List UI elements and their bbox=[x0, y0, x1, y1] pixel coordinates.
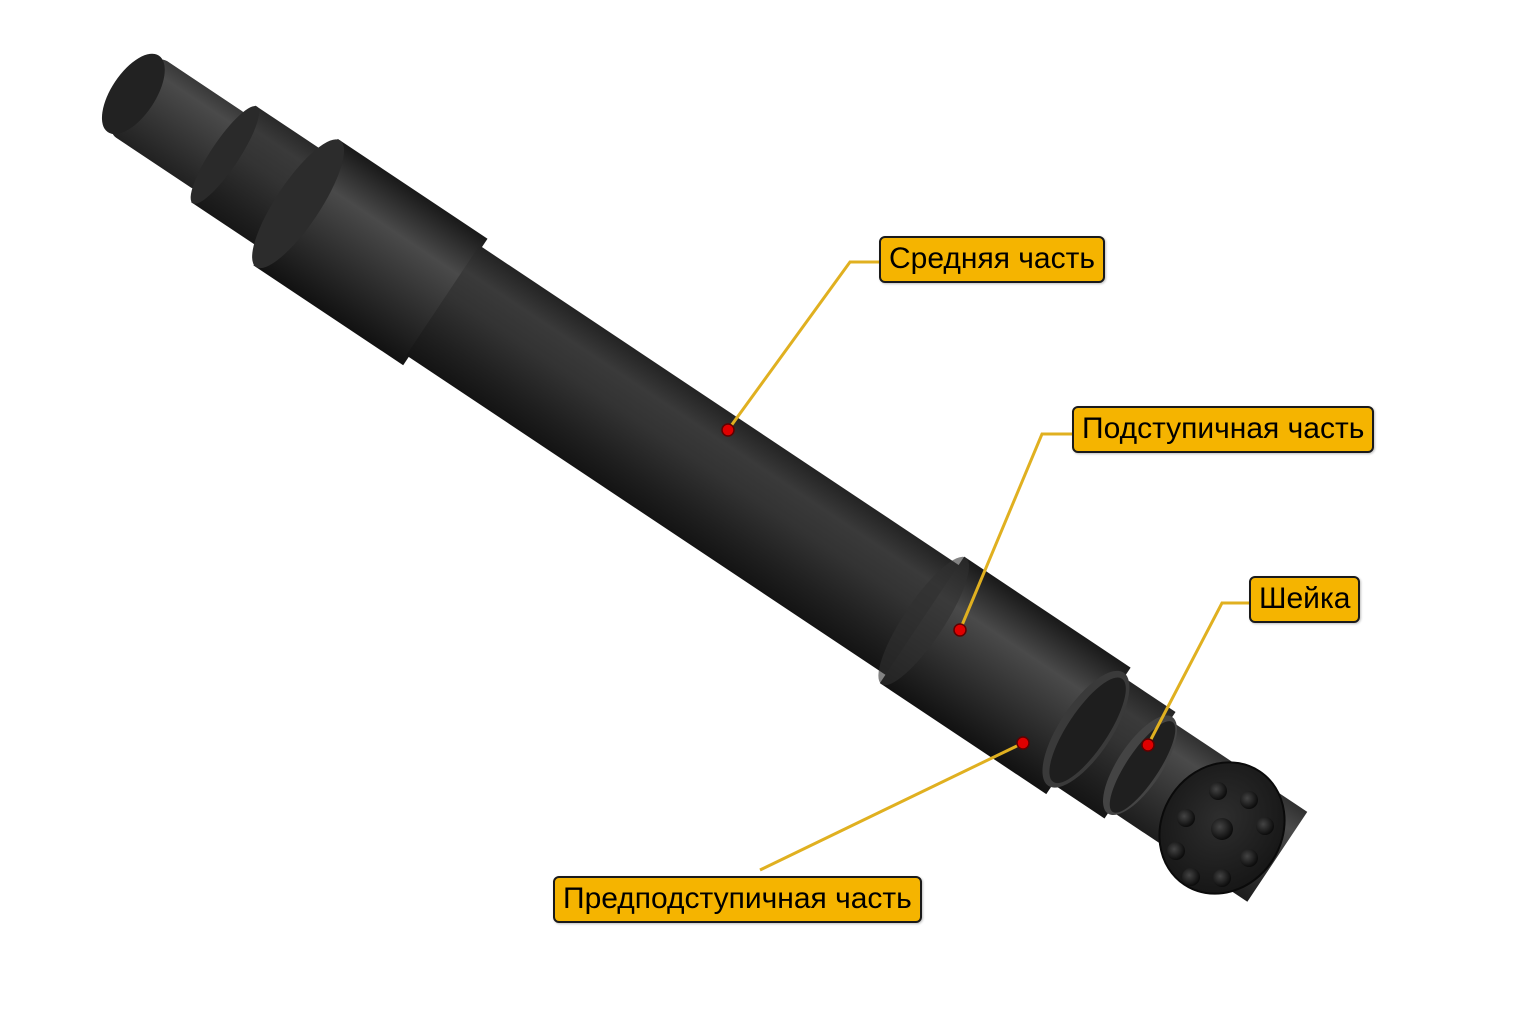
left-end-face bbox=[101, 53, 165, 135]
middle-body bbox=[406, 245, 963, 678]
bolt-hole bbox=[1177, 809, 1195, 827]
right-prehub bbox=[1046, 673, 1176, 819]
leader-lines bbox=[726, 260, 1250, 872]
bolt-hole bbox=[1213, 869, 1231, 887]
leader-line-hub bbox=[958, 432, 1073, 631]
bolt-hole bbox=[1240, 849, 1258, 867]
axle-end-face bbox=[1158, 761, 1286, 895]
marker-dots bbox=[721, 423, 1155, 752]
leader-line-prehub bbox=[759, 741, 1024, 872]
axle-shaft bbox=[101, 53, 1308, 902]
callout-hub-part: Подступичная часть bbox=[1072, 406, 1375, 453]
marker-hub bbox=[953, 623, 967, 637]
callout-neck: Шейка bbox=[1249, 576, 1361, 623]
bolt-hole bbox=[1256, 817, 1274, 835]
bolt-hole bbox=[1240, 791, 1258, 809]
bolt-hole bbox=[1167, 842, 1185, 860]
marker-neck bbox=[1141, 738, 1155, 752]
bolt-hole bbox=[1182, 868, 1200, 886]
marker-prehub bbox=[1016, 736, 1030, 750]
marker-middle bbox=[721, 423, 735, 437]
callout-middle-part: Средняя часть bbox=[879, 236, 1105, 283]
center-hole bbox=[1211, 818, 1233, 840]
leader-line-neck bbox=[1146, 601, 1250, 746]
callout-prehub-part: Предподступичная часть bbox=[553, 876, 922, 923]
leader-line-middle bbox=[726, 260, 880, 431]
bolt-hole bbox=[1209, 782, 1227, 800]
left-prehub bbox=[191, 105, 331, 253]
